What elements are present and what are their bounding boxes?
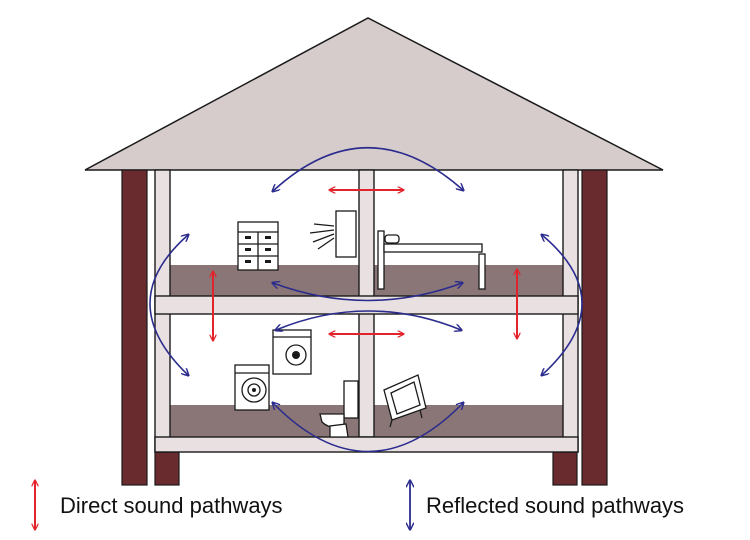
washing-machine-icon [234,364,270,411]
right-outer-wall [581,169,608,486]
legend-direct-label: Direct sound pathways [60,493,283,518]
left-foundation [154,451,180,486]
reflected-arrow-roof [273,146,463,191]
reflected-arrow-ground-floor [273,403,463,453]
tumble-dryer-icon [272,329,312,375]
reflected-sound-arrows [149,146,583,453]
reflected-arrow-mid-floor [276,310,461,330]
reflected-arrow-left-wall [149,235,188,375]
house-frame [154,169,579,453]
left-outer-wall [121,169,148,486]
legend: Direct sound pathways Reflected sound pa… [35,481,684,529]
upper-floor-right [374,265,563,296]
right-foundation [552,451,578,486]
speaker-icon [309,210,357,258]
reflected-arrow-right-wall [542,235,583,375]
chest-of-drawers-icon [237,221,279,271]
reflected-arrow-upper-floor [273,283,462,302]
legend-reflected-label: Reflected sound pathways [426,493,684,518]
bed-icon [377,230,486,290]
